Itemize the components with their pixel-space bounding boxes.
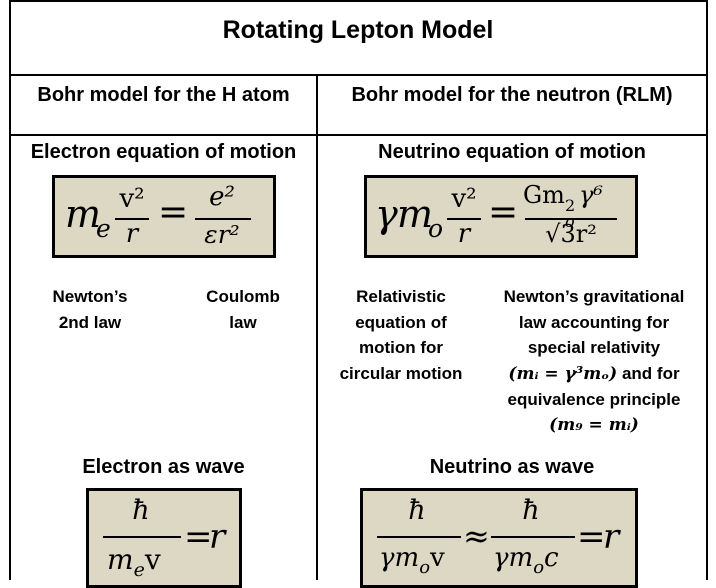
table-border-right	[706, 0, 708, 580]
hbar-numerator: ħ	[522, 495, 540, 526]
radius-denominator: r	[457, 219, 471, 249]
fraction-bar	[103, 536, 181, 538]
gamma-symbol: γ	[375, 192, 398, 236]
radius-rhs: r	[603, 517, 620, 557]
equals-sign: =	[488, 192, 519, 233]
neutrino-mass-symbol: m	[397, 192, 434, 236]
approx-sign: ≈	[463, 517, 490, 555]
rest-mass-subscript: o	[428, 214, 444, 243]
right-column-header: Bohr model for the neutron (RLM)	[351, 84, 673, 106]
electron-motion-equation: m e v² r = e² εr²	[52, 175, 276, 258]
velocity-squared-numerator: v²	[119, 184, 145, 214]
equals-sign: =	[158, 192, 189, 233]
neutrino-light-momentum-denominator: γmoc	[493, 543, 559, 578]
fraction-bar	[525, 218, 617, 220]
fraction-bar	[115, 218, 149, 220]
sqrt3-r-squared-denominator: √3r²	[545, 220, 597, 248]
gravitational-mass-relation: (m₉ = mᵢ)	[549, 414, 639, 435]
epsilon-r-squared-denominator: εr²	[204, 220, 240, 249]
table-title: Rotating Lepton Model	[222, 16, 494, 44]
neutrino-wave-heading: Neutrino as wave	[429, 456, 595, 478]
velocity-squared-numerator: v²	[451, 184, 477, 214]
relativistic-equation-label: Relativistic equation of motion for circ…	[339, 287, 463, 383]
electron-mass-symbol: m	[65, 192, 102, 236]
electron-mass-subscript: e	[96, 214, 111, 243]
fraction-bar	[195, 218, 251, 220]
numerator-mass-superscript: 2	[564, 196, 576, 215]
inertial-mass-relation: (mᵢ = γ³mₒ)	[508, 363, 618, 384]
title-row-divider	[9, 74, 708, 76]
gamma-sixth-power: γ⁶	[578, 181, 603, 209]
fraction-bar	[377, 536, 461, 538]
header-row-divider	[9, 134, 708, 136]
newton-second-law-label: Newton’s 2nd law	[52, 287, 128, 332]
equals-sign: =	[577, 517, 606, 557]
hbar-numerator: ħ	[132, 495, 150, 526]
neutrino-wave-equation: ħ γmov ≈ ħ γmoc = r	[360, 488, 638, 588]
equals-sign: =	[184, 517, 213, 557]
table-border-left	[9, 0, 11, 580]
charge-squared-numerator: e²	[209, 182, 235, 212]
electron-wave-equation: ħ mev = r	[86, 488, 242, 588]
neutrino-momentum-denominator: γmov	[379, 543, 445, 578]
grav-constant-mass: Gm	[523, 181, 565, 209]
hbar-numerator: ħ	[408, 495, 426, 526]
numerator-mass-subscript: o	[564, 212, 575, 231]
fraction-bar	[447, 218, 481, 220]
column-divider	[316, 74, 318, 580]
fraction-bar	[491, 536, 575, 538]
electron-wave-heading: Electron as wave	[82, 456, 245, 478]
table-border-top	[9, 0, 708, 2]
electron-momentum-denominator: mev	[107, 543, 161, 581]
electron-subscript: e	[133, 559, 145, 581]
gravitational-law-label: Newton’s gravitational law accounting fo…	[484, 284, 704, 439]
electron-motion-heading: Electron equation of motion	[30, 141, 297, 163]
coulomb-law-label: Coulomb law	[206, 287, 280, 332]
neutrino-motion-heading: Neutrino equation of motion	[378, 141, 646, 163]
radius-rhs: r	[209, 517, 226, 557]
radius-denominator: r	[125, 219, 139, 249]
left-column-header: Bohr model for the H atom	[37, 84, 290, 106]
